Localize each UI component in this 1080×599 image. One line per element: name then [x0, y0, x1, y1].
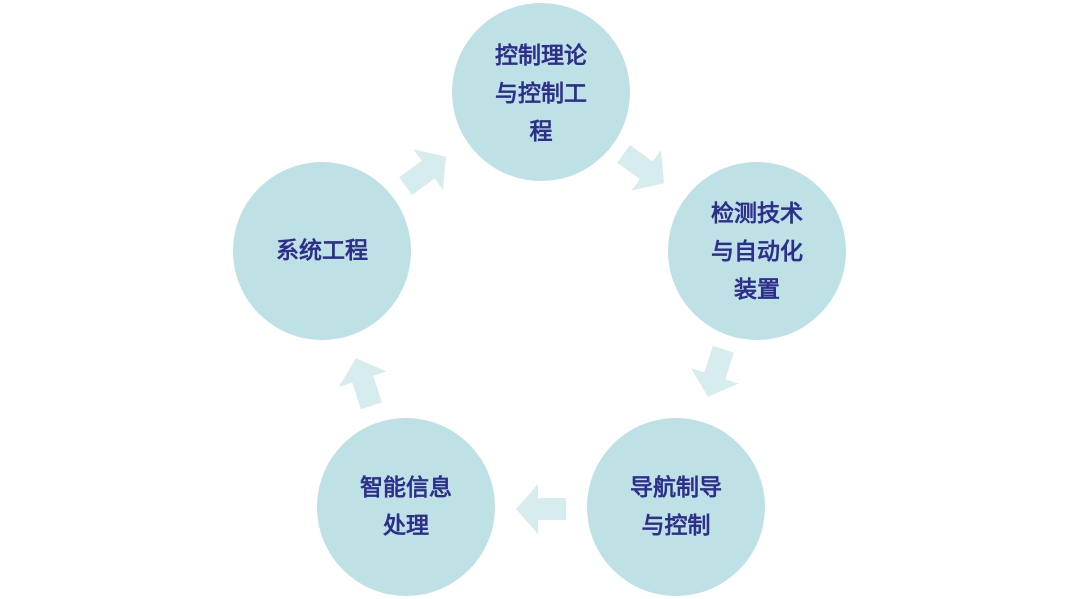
node-label: 智能信息 处理 [360, 475, 452, 539]
node-detection-technology: 检测技术 与自动化 装置 [668, 162, 846, 340]
cycle-arrow [690, 345, 739, 397]
node-navigation-guidance: 导航制导 与控制 [587, 418, 765, 596]
node-label: 系统工程 [276, 238, 368, 264]
node-systems-engineering: 系统工程 [233, 162, 411, 340]
node-control-theory: 控制理论 与控制工 程 [452, 3, 630, 181]
node-label: 检测技术 与自动化 装置 [711, 201, 803, 303]
cycle-arrow [399, 149, 447, 196]
cycle-arrow [617, 144, 665, 191]
cycle-arrow [516, 484, 566, 534]
node-intelligent-information: 智能信息 处理 [317, 418, 495, 596]
cycle-arrow [338, 358, 387, 410]
node-label: 控制理论 与控制工 程 [495, 43, 587, 145]
node-label: 导航制导 与控制 [630, 475, 722, 539]
